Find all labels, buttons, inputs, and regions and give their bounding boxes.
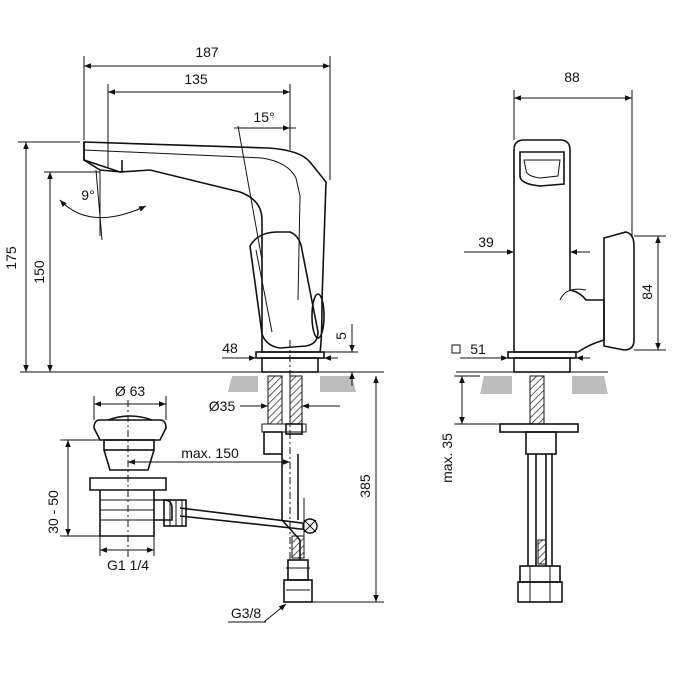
dim-hose-thread: G3/8 [231,605,262,621]
dim-spout-angle: 9° [81,187,94,203]
dim-waste-reach: max. 150 [181,445,239,461]
popup-rod [179,507,311,525]
dim-overall-length: 187 [195,44,219,60]
side-view: 187 135 15° 9° 175 150 48 5 [3,44,384,623]
counter-left [228,376,258,392]
dim-lever-height: 84 [639,284,655,300]
dim-waste-diameter: Ø 63 [115,383,146,399]
counter-right-2 [572,376,608,394]
lever-handle [249,231,319,349]
spout-tip [83,142,123,173]
dim-total-height: 175 [3,246,19,270]
lever-profile [603,231,635,351]
dim-deck-thickness: max. 35 [439,433,455,483]
waste-valve [89,415,187,537]
profile-view: 88 39 84 51 max. 35 [439,69,666,603]
dim-base-square: 51 [470,341,486,357]
dim-waste-range: 30 - 50 [45,490,61,534]
dim-waste-thread: G1 1/4 [107,557,149,573]
faucet-body [83,141,327,353]
dim-lever-depth: 39 [478,234,494,250]
dim-base-height: 5 [333,332,349,340]
counter-left-2 [480,376,512,394]
dim-lever-angle: 15° [253,109,274,125]
dim-overall-depth: 88 [564,69,580,85]
dim-hose-length: 385 [357,474,373,498]
dim-spout-length: 135 [184,71,208,87]
dim-spout-height: 150 [31,260,47,284]
threaded-shank [267,375,283,425]
dim-hole-diameter: Ø35 [209,398,236,414]
counter-right [320,376,356,392]
dim-base-offset: 48 [222,340,238,356]
